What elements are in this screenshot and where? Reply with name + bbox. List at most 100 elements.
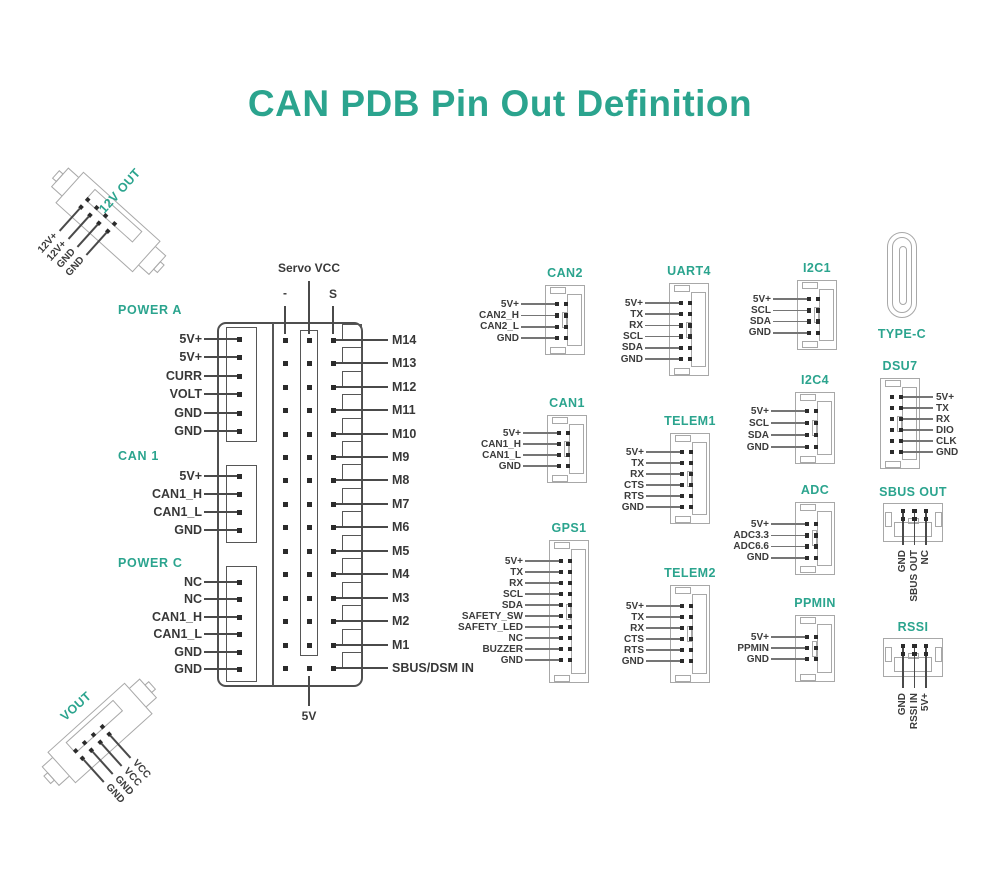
wire-line — [204, 511, 237, 513]
pin-square — [923, 508, 929, 514]
pin-square — [889, 438, 895, 444]
board-edge-notch — [342, 605, 362, 621]
pin-square — [889, 416, 895, 422]
wire-line — [899, 418, 933, 420]
connector-can2-body — [545, 285, 585, 356]
pin-square — [804, 408, 810, 414]
output-label: M12 — [392, 380, 417, 394]
latch — [817, 511, 832, 566]
connector-can1-body — [547, 415, 587, 483]
pin-square — [679, 603, 685, 609]
wire-line — [645, 347, 683, 349]
pin-square — [688, 625, 694, 631]
pin-label: 5V+ — [502, 427, 521, 439]
pin-square — [912, 516, 917, 522]
pin-square — [282, 524, 288, 530]
pin-square — [567, 613, 573, 619]
connector-sbus-out-title: SBUS OUT — [879, 485, 947, 499]
pin-square — [330, 665, 336, 671]
pin-label: GND — [174, 424, 202, 438]
wire-line — [899, 407, 933, 409]
wire-line — [525, 604, 563, 606]
pin-label: GND — [746, 441, 769, 453]
pin-square — [923, 643, 929, 649]
pin-square — [804, 634, 810, 640]
pin-square — [306, 431, 312, 437]
output-label: M4 — [392, 567, 410, 581]
notch — [800, 503, 816, 511]
pin-square — [679, 471, 685, 477]
pin-label: CAN2_L — [480, 321, 519, 333]
pin-square — [687, 345, 693, 351]
wire-line — [646, 616, 684, 618]
pin-square — [563, 313, 569, 318]
wire-line — [771, 545, 809, 548]
wire-line — [925, 509, 927, 545]
wire-line — [335, 550, 388, 552]
connector-rssi-title: RSSI — [897, 620, 929, 634]
pin-square — [806, 330, 812, 336]
wire-line — [646, 605, 684, 607]
notch — [552, 416, 568, 424]
pin-label: GND — [174, 645, 202, 659]
pin-square — [565, 441, 571, 447]
servo-vcc-label: Servo VCC — [277, 261, 341, 275]
pin-square — [556, 452, 562, 458]
latch — [902, 387, 917, 460]
wire-line — [525, 582, 563, 584]
servo-minus-wire — [284, 306, 286, 334]
wire-line — [335, 597, 388, 599]
notch — [802, 281, 818, 289]
connector-i2c1-title: I2C1 — [802, 261, 831, 275]
wire-line — [646, 627, 684, 629]
pin-square — [813, 444, 819, 450]
pin-label: TX — [631, 457, 644, 469]
pin-square — [567, 569, 573, 575]
pin-square — [804, 444, 810, 450]
pin-label: ADC3.3 — [733, 529, 769, 541]
latch — [691, 292, 706, 367]
board-divider-line — [272, 323, 274, 686]
pin-label: RX — [630, 622, 644, 634]
notch — [552, 474, 568, 482]
pin-square — [330, 384, 336, 390]
wire-line — [525, 571, 563, 573]
pin-square — [236, 596, 242, 602]
connector-can2-title: CAN2 — [547, 266, 583, 280]
pin-square — [679, 625, 685, 631]
pin-square — [306, 454, 312, 460]
pin-square — [567, 635, 573, 641]
wire-line — [521, 326, 559, 328]
pin-square — [804, 521, 810, 527]
pin-square — [678, 334, 684, 339]
notch — [674, 284, 690, 292]
wire-line — [204, 616, 237, 618]
board-edge-notch — [342, 347, 362, 363]
notch — [675, 434, 691, 442]
pin-square — [688, 449, 694, 455]
output-label: M6 — [392, 520, 410, 534]
wire-line — [902, 509, 904, 545]
pin-label: 5V+ — [624, 297, 643, 309]
pin-square — [236, 473, 242, 479]
output-label: SBUS/DSM IN — [392, 661, 474, 675]
pin-label: GND — [174, 662, 202, 676]
pin-label: RX — [509, 577, 523, 589]
pin-square — [330, 618, 336, 624]
pin-square — [815, 308, 821, 313]
pin-label: SCL — [503, 588, 523, 600]
pin-square — [563, 301, 569, 307]
wire-line — [771, 446, 809, 448]
connector-can1-title: CAN1 — [549, 396, 585, 410]
pin-label: SCL — [749, 417, 769, 429]
pin-square — [688, 493, 694, 499]
pin-label: GND — [746, 653, 769, 665]
pin-label: GND — [498, 460, 521, 472]
connector-type-c-title: TYPE-C — [877, 327, 927, 341]
pin-square — [558, 591, 564, 597]
pin-label: RX — [629, 319, 643, 331]
pin-label: GND — [174, 406, 202, 420]
pin-square — [813, 420, 819, 426]
pin-square — [912, 643, 917, 649]
wire-line — [204, 375, 237, 377]
